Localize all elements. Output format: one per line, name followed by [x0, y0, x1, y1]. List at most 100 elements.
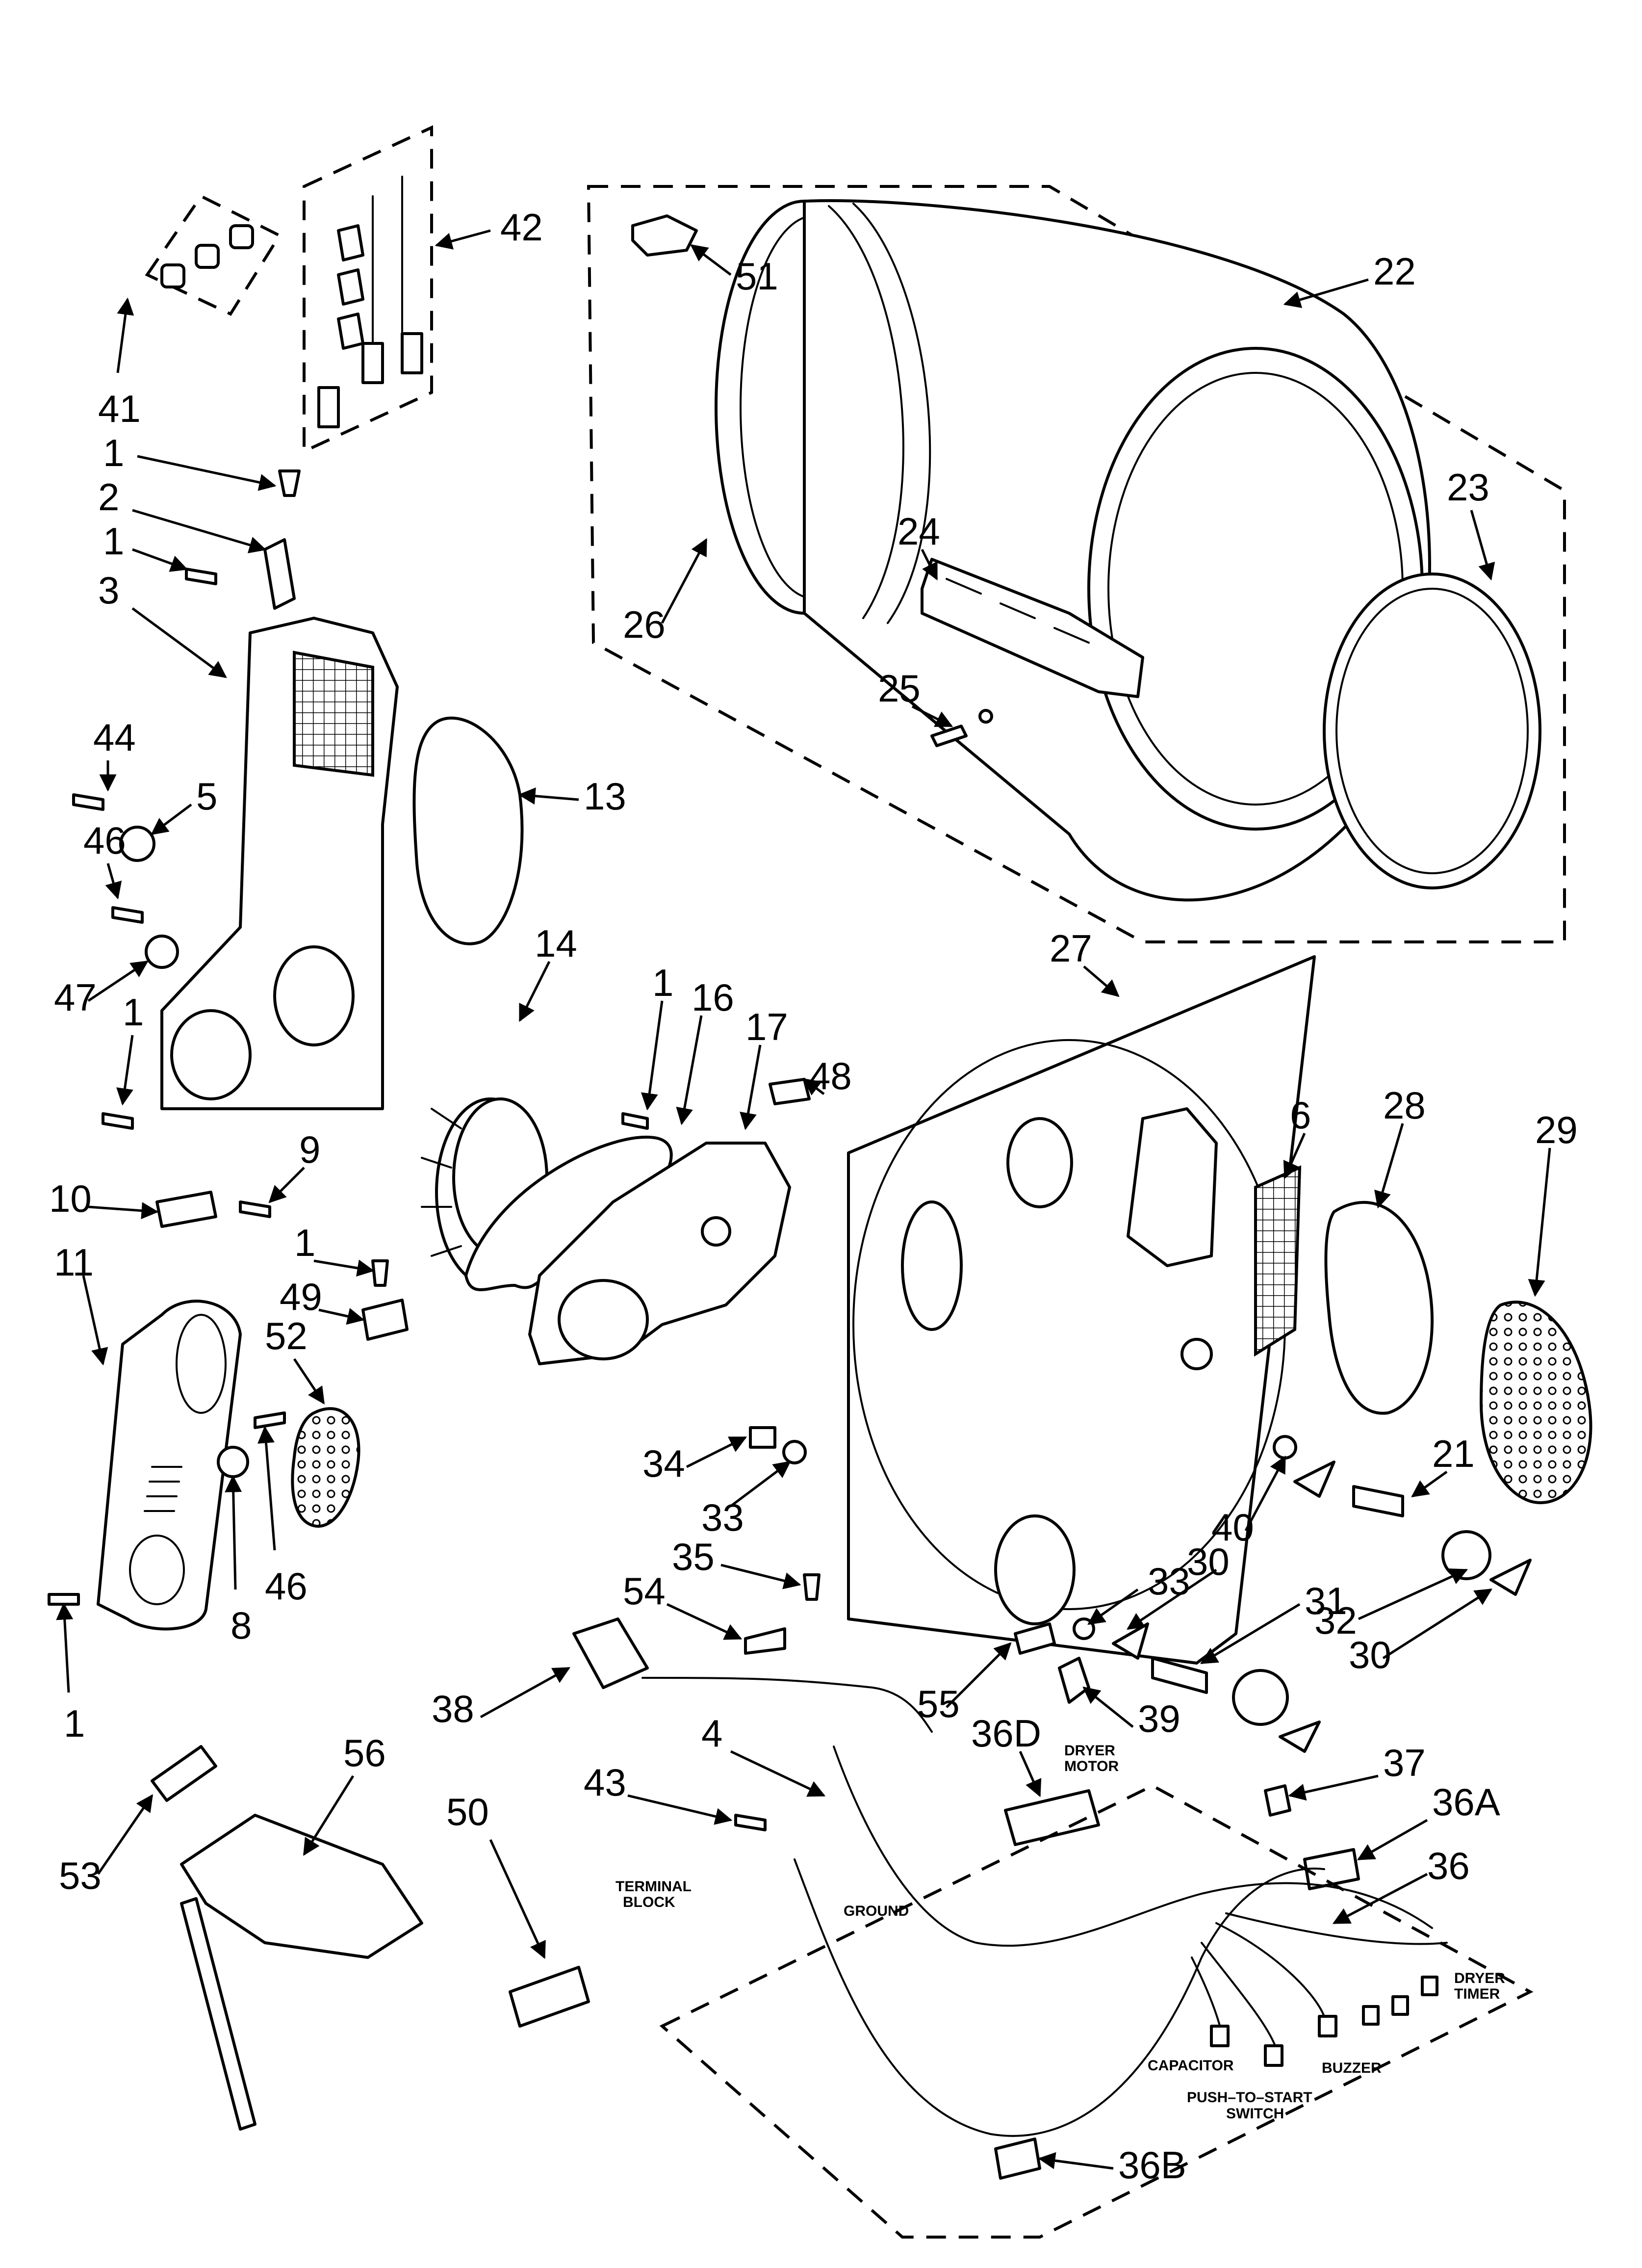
- motor-clip-39: [1058, 1657, 1090, 1704]
- harness-bundle-main: [794, 1858, 1325, 2137]
- callout-46a: 46: [83, 819, 126, 862]
- leader-line-53: [97, 1794, 154, 1875]
- screw-1-shield: [48, 1593, 80, 1606]
- callout-3: 3: [98, 569, 119, 612]
- leader-line-17: [740, 1044, 762, 1130]
- callout-46b: 46: [265, 1564, 308, 1608]
- leader-line-37: [1288, 1774, 1379, 1801]
- note-push-to-start-line2: SWITCH: [1226, 2106, 1284, 2122]
- power-cord-38: [641, 1677, 933, 1733]
- clamp-49: [361, 1299, 409, 1341]
- callout-16: 16: [692, 976, 734, 1019]
- callout-1e: 1: [294, 1221, 315, 1264]
- screw-44: [72, 793, 104, 811]
- callout-55: 55: [917, 1682, 960, 1725]
- callout-31: 31: [1305, 1579, 1347, 1622]
- baffle-slots: [946, 578, 1090, 644]
- callout-49: 49: [280, 1275, 322, 1318]
- leader-line-30a: [1127, 1568, 1217, 1630]
- note-dryer-motor-line2: MOTOR: [1064, 1758, 1119, 1774]
- callout-27: 27: [1050, 927, 1092, 970]
- terminal-1: [317, 386, 340, 428]
- callout-28: 28: [1383, 1084, 1426, 1127]
- callout-26: 26: [623, 603, 666, 646]
- shield-11: [97, 1300, 242, 1631]
- leader-line-36A: [1357, 1819, 1428, 1861]
- bulkhead-port-left: [901, 1200, 963, 1331]
- callout-39: 39: [1138, 1697, 1180, 1740]
- harness-branch-buzzer: [1215, 1922, 1325, 2017]
- callout-9: 9: [299, 1128, 320, 1171]
- drum-roller-32-lower: [1232, 1669, 1289, 1726]
- connector-timer-1: [1362, 2005, 1380, 2026]
- leader-line-36: [1332, 1873, 1428, 1925]
- callout-10: 10: [49, 1177, 92, 1220]
- leader-line-34: [686, 1436, 747, 1468]
- screw-1-clamp: [371, 1259, 389, 1287]
- blower-housing-hub: [701, 1216, 731, 1247]
- stud-48: [769, 1078, 811, 1105]
- connector-41a: [160, 263, 185, 288]
- duct-port-1: [170, 1009, 252, 1100]
- clip-55: [1014, 1622, 1056, 1655]
- note-dryer-timer-line1: DRYER: [1454, 1970, 1505, 1986]
- bulkhead-grommet: [1180, 1338, 1213, 1370]
- leader-line-55: [946, 1642, 1012, 1708]
- rear-duct-housing: [72, 469, 399, 1130]
- leader-line-1e: [313, 1259, 375, 1277]
- wiring-harness-group: [572, 1617, 1534, 2239]
- callout-41: 41: [98, 387, 141, 430]
- drive-belt-13: [412, 716, 524, 945]
- leader-line-43: [627, 1794, 733, 1825]
- blower-outlet-port: [558, 1279, 649, 1360]
- callout-36A: 36A: [1432, 1780, 1500, 1824]
- harness-bundle-2: [833, 1746, 1433, 1947]
- leader-line-1b: [132, 548, 188, 572]
- callout-23: 23: [1447, 466, 1489, 509]
- leader-line-46b: [257, 1426, 276, 1551]
- screw-1-mid: [185, 568, 217, 585]
- power-cord-plug-38: [572, 1617, 649, 1689]
- harness-branch-timer: [1225, 1912, 1448, 1945]
- leader-line-54: [666, 1603, 743, 1640]
- screw-1-top: [278, 469, 301, 497]
- leader-line-50: [489, 1839, 546, 1959]
- callout-24: 24: [898, 510, 940, 553]
- bracket-53: [151, 1745, 217, 1802]
- callout-25: 25: [878, 667, 921, 710]
- leader-line-56: [303, 1775, 355, 1856]
- leader-line-1c: [116, 1035, 134, 1106]
- blower-vanes: [421, 1108, 462, 1257]
- leader-line-39: [1082, 1686, 1134, 1728]
- wire-nut-1: [337, 224, 364, 261]
- base-outline: [659, 1784, 1534, 2239]
- leader-line-5: [151, 804, 192, 835]
- drum-rear-bearing: [631, 214, 698, 257]
- callout-1d: 1: [652, 961, 673, 1004]
- lint-duct-seal-28: [1324, 1201, 1434, 1415]
- callout-38: 38: [432, 1687, 474, 1730]
- callout-43: 43: [584, 1761, 626, 1804]
- thermostat-5: [119, 826, 155, 862]
- lint-filter-cover-29: [1479, 1301, 1592, 1505]
- callout-29: 29: [1535, 1108, 1578, 1151]
- note-dryer-motor-line1: DRYER: [1064, 1743, 1115, 1759]
- callout-5: 5: [196, 775, 217, 818]
- retainer-30-lower: [1112, 1622, 1149, 1660]
- retainer-30-right: [1489, 1559, 1532, 1596]
- leader-line-52: [293, 1358, 325, 1405]
- nut-34: [749, 1426, 776, 1449]
- callout-36: 36: [1427, 1844, 1470, 1887]
- leader-line-3: [131, 607, 227, 678]
- leader-line-6: [1283, 1132, 1306, 1179]
- front-bulkhead-27: [847, 955, 1316, 1665]
- leader-line-21: [1411, 1470, 1448, 1498]
- callout-1f: 1: [64, 1702, 85, 1745]
- callout-52: 52: [265, 1314, 308, 1357]
- note-terminal-block-line1: TERMINAL: [616, 1878, 692, 1895]
- connector-36B: [994, 2138, 1041, 2180]
- lint-screen-grille: [293, 651, 374, 777]
- callout-13: 13: [584, 775, 626, 818]
- shield-11-upper-port: [176, 1314, 227, 1414]
